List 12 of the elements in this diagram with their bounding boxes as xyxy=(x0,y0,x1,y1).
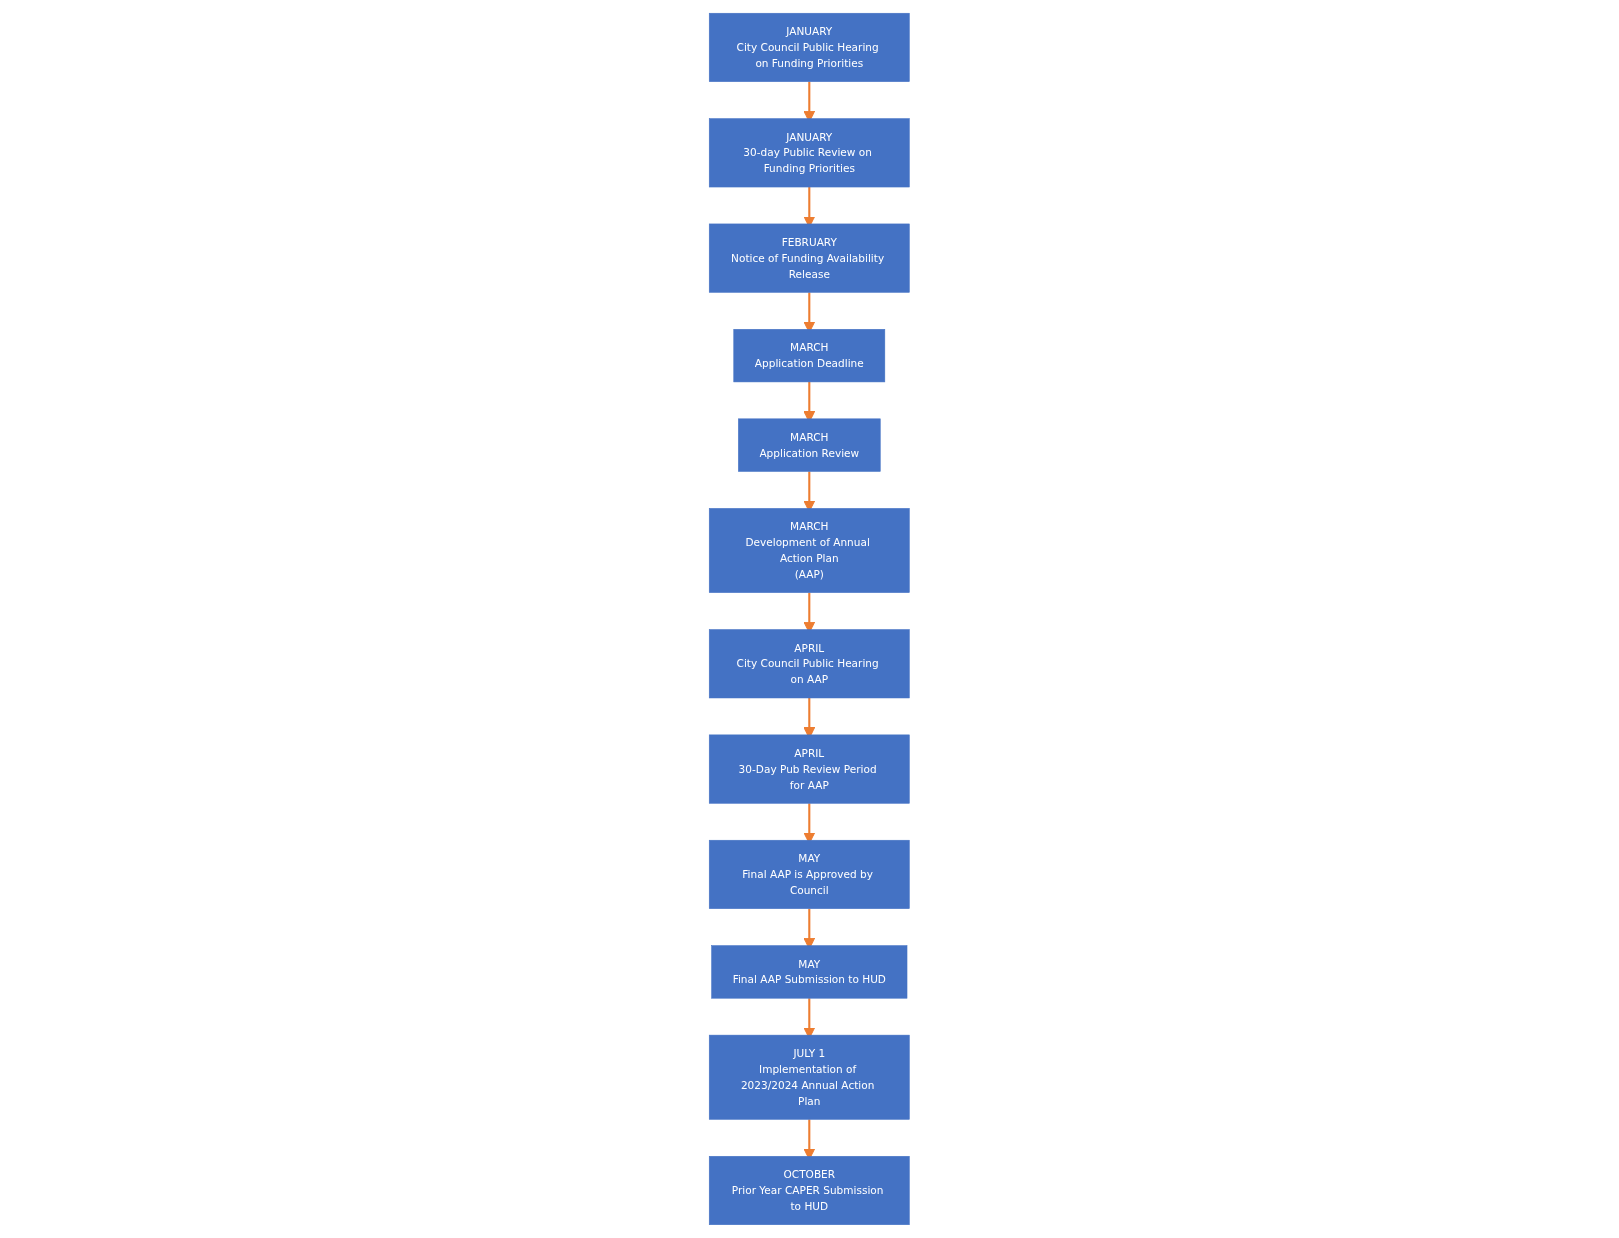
node-box: MAY Final AAP Submission to HUD xyxy=(711,945,908,999)
node-box: JANUARY City Council Public Hearing on Funding Priorities xyxy=(709,12,910,82)
node-box: MARCH Development of Annual Action Plan (AAP) xyxy=(709,508,910,593)
node-box: JULY 1 Implementation of 2023/2024 Annual Action Plan xyxy=(709,1034,910,1120)
node-box: MARCH Application Review xyxy=(738,418,881,472)
node-box: APRIL City Council Public Hearing on AAP xyxy=(709,629,910,699)
node-box: MARCH Application Deadline xyxy=(733,329,886,383)
node-box: MAY Final AAP is Approved by Council xyxy=(709,839,910,909)
node-box: APRIL 30-Day Pub Review Period for AAP xyxy=(709,734,910,804)
node-box: FEBRUARY Notice of Funding Availability Release xyxy=(709,223,910,293)
node-box: OCTOBER Prior Year CAPER Submission to HUD xyxy=(709,1156,910,1225)
node-box: JANUARY 30-day Public Review on Funding Priorities xyxy=(709,118,910,188)
